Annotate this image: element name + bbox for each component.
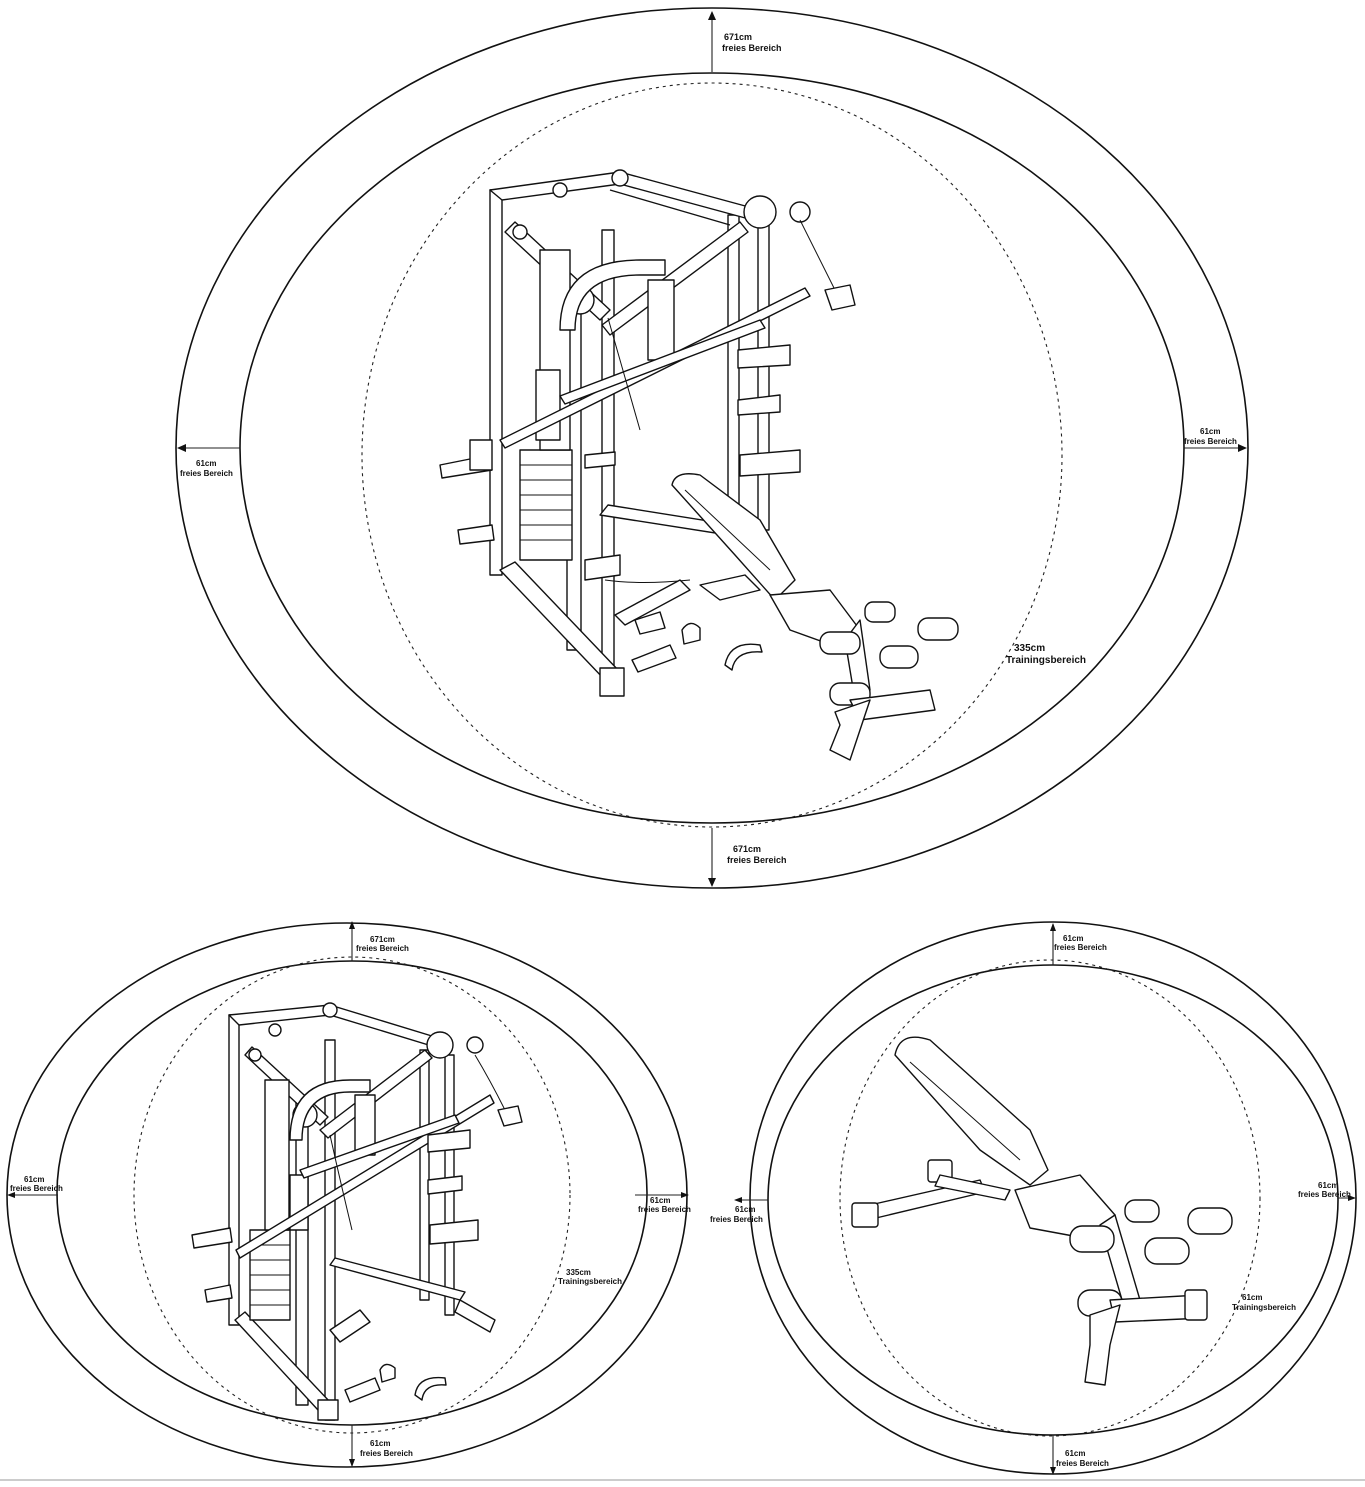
right-clearance-value: 61cm [1200,427,1220,436]
dimension-arrow [734,923,1356,1475]
diagram-full-setup: 671cm freies Bereich 671cm freies Bereic… [175,7,1249,889]
diagram-rack-only: 671cm freies Bereich 61cm freies Bereich… [6,921,691,1468]
weight-bench-illustration [851,1036,1233,1386]
bottom-clearance-value: 671cm [733,844,761,854]
left-clearance-value: 61cm [735,1205,755,1214]
top-clearance-text: freies Bereich [722,43,782,53]
left-clearance-text: freies Bereich [180,469,233,478]
bottom-clearance-value: 61cm [370,1439,390,1448]
top-clearance-text: freies Bereich [356,944,409,953]
training-area-value: 335cm [1014,643,1045,654]
left-clearance-text: freies Bereich [10,1184,63,1193]
power-rack-illustration [439,169,856,697]
left-clearance-value: 61cm [24,1175,44,1184]
right-clearance-text: freies Bereich [638,1205,691,1214]
left-clearance-value: 61cm [196,459,216,468]
training-area-text: Trainingsbereich [1232,1303,1296,1312]
right-clearance-value: 61cm [1318,1181,1338,1190]
bottom-clearance-text: freies Bereich [727,855,787,865]
middle-ring [56,960,648,1426]
dimension-arrow [177,11,1247,887]
right-clearance-value: 61cm [650,1196,670,1205]
diagram-bench-only: 61cm freies Bereich 61cm freies Bereich … [710,921,1357,1475]
training-area-value: 335cm [566,1268,591,1277]
power-rack-illustration [191,1002,523,1421]
bottom-clearance-value: 61cm [1065,1449,1085,1458]
right-clearance-text: freies Bereich [1298,1190,1351,1199]
top-clearance-value: 671cm [370,935,395,944]
training-area-text: Trainingsbereich [1006,655,1086,666]
outer-clearance-ring [6,922,688,1468]
bottom-clearance-text: freies Bereich [1056,1459,1109,1468]
top-clearance-text: freies Bereich [1054,943,1107,952]
training-area-dashed-ring [839,959,1261,1437]
middle-ring [239,72,1185,824]
left-clearance-text: freies Bereich [710,1215,763,1224]
top-clearance-value: 61cm [1063,934,1083,943]
training-area-value: 61cm [1242,1293,1262,1302]
weight-bench-illustration [671,473,959,761]
dimension-arrow [7,921,689,1467]
training-area-text: Trainingsbereich [558,1277,622,1286]
right-clearance-text: freies Bereich [1184,437,1237,446]
top-clearance-value: 671cm [724,32,752,42]
outer-clearance-ring [175,7,1249,889]
bottom-clearance-text: freies Bereich [360,1449,413,1458]
training-area-dashed-ring [361,82,1063,828]
training-area-dashed-ring [133,956,571,1434]
